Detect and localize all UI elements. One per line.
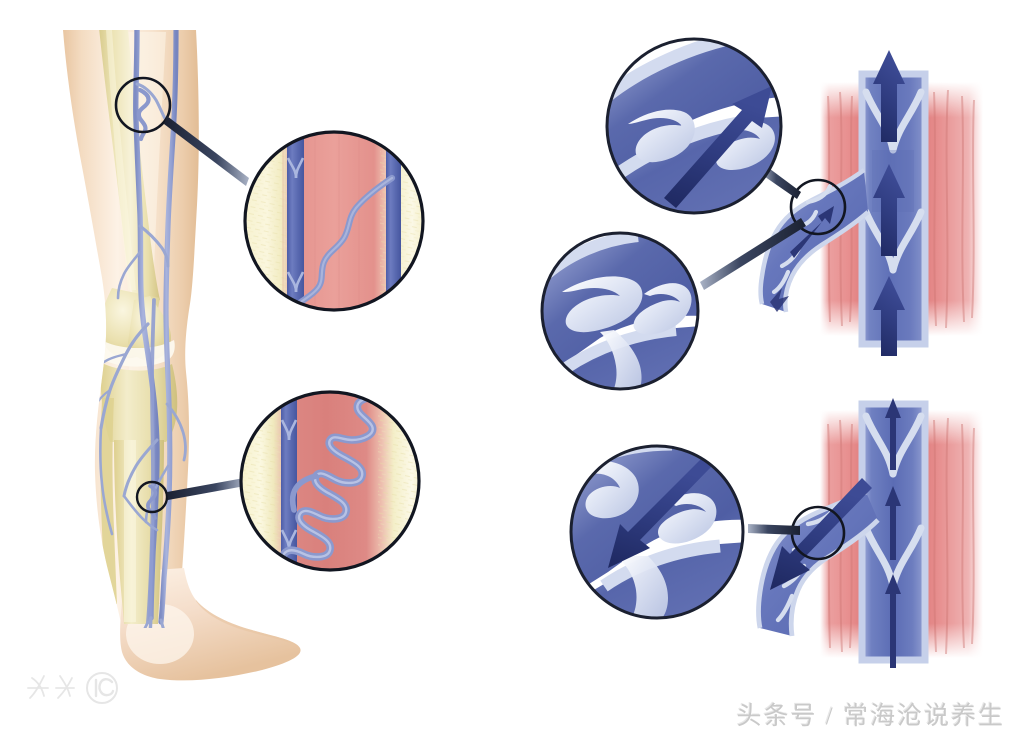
- callout2-deep-vein: [281, 392, 297, 570]
- reflux-arrow: [770, 478, 872, 590]
- leader-line-valve-cusp: [700, 218, 806, 290]
- callout-valve-open[interactable]: [605, 36, 790, 217]
- callout1-deep-vein: [287, 132, 304, 310]
- callout-varicose-vein-ring: [239, 390, 421, 572]
- failed-cusp-left: [585, 460, 639, 519]
- incompetent-valve-panel: [748, 398, 983, 668]
- callout-valve-failed-ring: [569, 444, 745, 620]
- flow-arrow-upper: [873, 50, 905, 142]
- weak-flow-arrow-middle: [885, 486, 901, 560]
- callout2-varicose-highlight: [281, 392, 388, 570]
- failed-valve-reflux-arrow: [608, 458, 712, 568]
- great-saphenous-vein: [133, 30, 160, 621]
- callout-valve-failed[interactable]: [568, 442, 748, 626]
- flow-arrows-reflux: [885, 398, 901, 668]
- perforating-vein-normal: [758, 168, 870, 313]
- competent-valve-panel: [700, 50, 983, 356]
- callout-valve-cusp[interactable]: [540, 231, 702, 400]
- weak-flow-arrow-lower: [885, 574, 901, 668]
- leader-line-valve-open: [761, 166, 801, 199]
- valve-cusp-left: [628, 109, 695, 163]
- callout-valve-open-ring: [605, 37, 783, 215]
- leader-line-valve-failed: [748, 524, 800, 535]
- callout-marker-upper[interactable]: [114, 76, 172, 134]
- valve-cusp-right: [716, 121, 775, 170]
- weak-flow-arrow-upper: [885, 398, 901, 470]
- watermark-text: 头条号 / 常海沧说养生: [736, 703, 1005, 730]
- fibula-bone: [100, 398, 117, 604]
- perforator-flow-arrow: [790, 206, 834, 258]
- callout-normal-vein-ring: [243, 130, 425, 312]
- callout-valve-cusp-ring: [540, 231, 700, 391]
- flow-arrow-lower: [873, 276, 905, 356]
- flow-arrows-normal: [873, 50, 905, 356]
- perforator-marker-normal[interactable]: [789, 178, 847, 236]
- leg-anatomy-panel: [63, 30, 301, 681]
- leader-line-lower: [167, 478, 245, 500]
- failed-cusp-right: [658, 493, 717, 544]
- flow-arrow-middle: [873, 164, 905, 256]
- callout-varicose-vein[interactable]: [239, 390, 421, 572]
- deep-vein: [158, 30, 179, 625]
- callout-marker-lower[interactable]: [135, 480, 169, 514]
- leader-line-upper: [164, 116, 249, 186]
- perforating-vein-reflux: [756, 478, 880, 637]
- watermark-logo: [27, 672, 118, 704]
- valve-open-flow-arrow: [664, 86, 772, 208]
- callout-normal-vein[interactable]: [243, 130, 425, 312]
